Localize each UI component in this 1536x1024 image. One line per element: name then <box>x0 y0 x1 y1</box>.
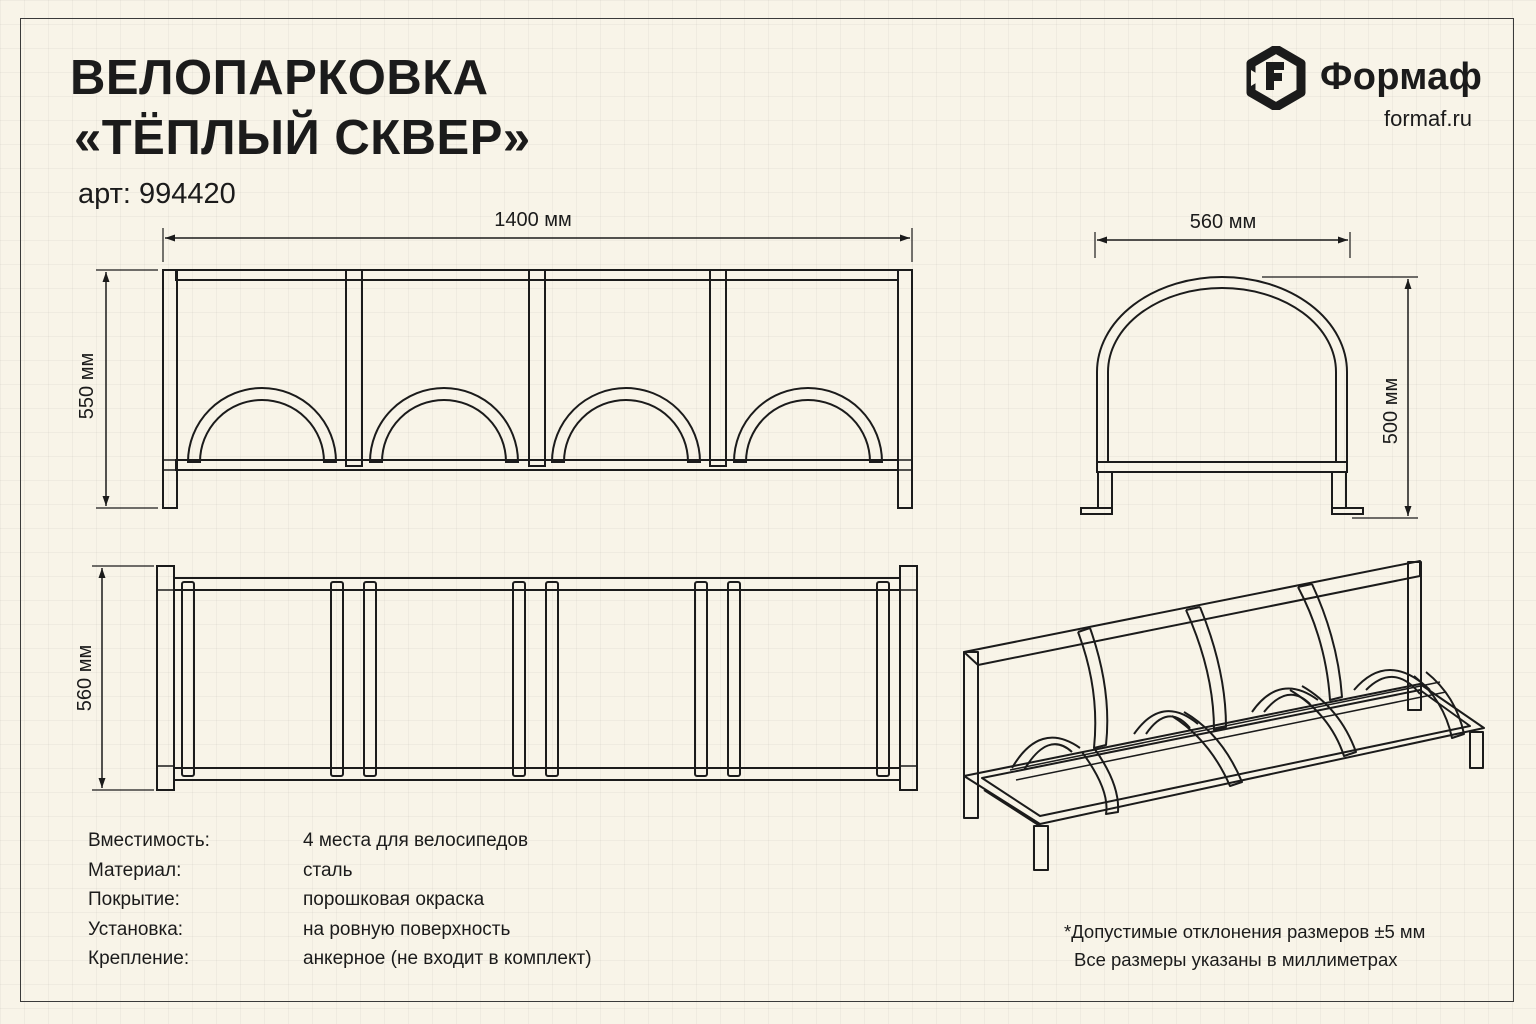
spec-label: Покрытие: <box>88 889 180 910</box>
top-view <box>92 565 918 791</box>
page-title: ВЕЛОПАРКОВКА «ТЁПЛЫЙ СКВЕР» <box>70 48 531 168</box>
spec-value: 4 места для велосипедов <box>303 830 529 851</box>
note-line-1: *Допустимые отклонения размеров ±5 мм <box>1064 921 1426 942</box>
spec-row: Установка: на ровную поверхность <box>88 915 592 945</box>
isometric-view <box>963 560 1485 871</box>
specifications-table: Вместимость: 4 места для велосипедов Мат… <box>88 826 592 974</box>
side-height-dimension <box>1262 276 1418 519</box>
front-height-label: 550 мм <box>76 353 98 419</box>
title-line-2: «ТЁПЛЫЙ СКВЕР» <box>74 111 531 165</box>
spec-row: Вместимость: 4 места для велосипедов <box>88 826 592 856</box>
front-width-label: 1400 мм <box>494 209 572 231</box>
spec-label: Установка: <box>88 918 184 940</box>
spec-value: сталь <box>303 859 353 881</box>
spec-value: анкерное (не входит в комплект) <box>303 948 592 969</box>
hexagon-f-logo-icon <box>1246 46 1306 110</box>
spec-value: на ровную поверхность <box>303 918 511 940</box>
front-width-dimension <box>162 228 913 262</box>
article-number: арт: 994420 <box>78 178 236 210</box>
spec-label: Крепление: <box>88 948 190 969</box>
spec-value: порошковая окраска <box>303 889 485 910</box>
note-line-2: Все размеры указаны в миллиметрах <box>1074 949 1398 970</box>
side-width-label: 560 мм <box>1190 211 1256 233</box>
top-depth-label: 560 мм <box>74 645 96 711</box>
brand-block: Формаф formaf.ru <box>1244 46 1504 136</box>
brand-site[interactable]: formaf.ru <box>1384 106 1473 131</box>
side-height-label: 500 мм <box>1380 378 1402 444</box>
side-width-dimension <box>1094 232 1351 258</box>
spec-row: Крепление: анкерное (не входит в комплек… <box>88 944 592 974</box>
brand-name: Формаф <box>1320 56 1483 98</box>
spec-label: Вместимость: <box>88 830 210 851</box>
tolerance-note: *Допустимые отклонения размеров ±5 мм Вс… <box>1064 918 1425 974</box>
top-depth-dimension <box>92 565 154 791</box>
drawing-frame <box>20 18 1514 1002</box>
title-line-1: ВЕЛОПАРКОВКА <box>70 51 489 105</box>
side-view <box>1080 232 1418 519</box>
front-view <box>96 228 913 509</box>
spec-row: Покрытие: порошковая окраска <box>88 885 592 915</box>
front-height-dimension <box>96 269 158 509</box>
spec-row: Материал: сталь <box>88 856 592 886</box>
spec-label: Материал: <box>88 859 182 881</box>
